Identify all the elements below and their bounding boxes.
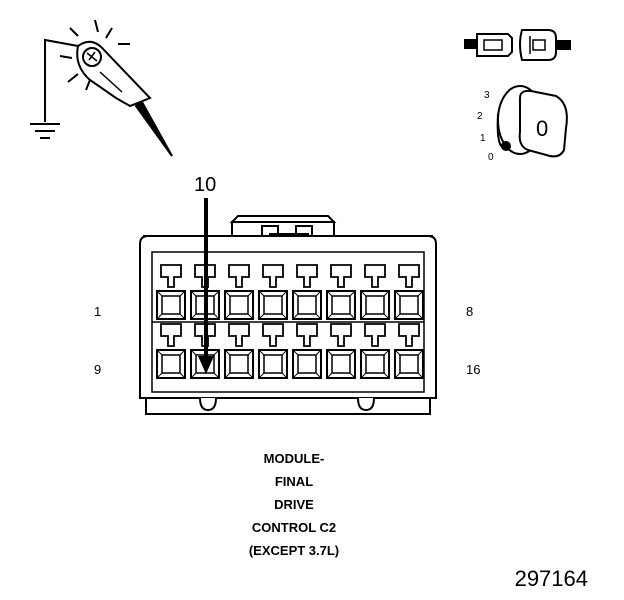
pin-cavity-12	[258, 323, 288, 379]
caption-line-5: (EXCEPT 3.7L)	[248, 543, 340, 558]
pin-cavity-14	[326, 323, 356, 379]
caption-line-2: FINAL	[274, 474, 314, 489]
key-letter: 0	[536, 116, 548, 141]
key-pos-3: 3	[484, 90, 490, 101]
pin-cavity-4	[258, 264, 288, 320]
callout-arrow	[198, 198, 214, 374]
pin-cavity-7	[360, 264, 390, 320]
disconnected-connector-icon	[464, 29, 571, 61]
figure-number: 297164	[514, 566, 588, 591]
caption-line-3: DRIVE	[274, 497, 314, 512]
pin-cavity-9	[156, 323, 186, 379]
pin-cavity-11	[224, 323, 254, 379]
pin-label-8: 8	[466, 304, 474, 319]
pin-cavity-6	[326, 264, 356, 320]
pin-cavity-16	[394, 323, 424, 379]
callout-pin-number: 10	[194, 174, 217, 196]
pin-label-16: 16	[466, 362, 481, 377]
pin-label-9: 9	[94, 362, 102, 377]
key-pos-2: 2	[477, 111, 483, 122]
test-light-probe-icon	[30, 19, 173, 157]
caption-line-1: MODULE-	[263, 451, 325, 466]
pin-cavity-1	[156, 264, 186, 320]
key-pos-0: 0	[488, 152, 494, 163]
ignition-key-off-icon	[496, 85, 568, 158]
pin-label-1: 1	[94, 304, 102, 319]
pin-cavity-13	[292, 323, 322, 379]
ground-symbol-icon	[30, 123, 60, 139]
pin-cavity-5	[292, 264, 322, 320]
pin-cavity-15	[360, 323, 390, 379]
pin-cavity-3	[224, 264, 254, 320]
pin-cavity-8	[394, 264, 424, 320]
key-pos-1: 1	[480, 133, 486, 144]
caption-line-4: CONTROL C2	[251, 520, 337, 535]
